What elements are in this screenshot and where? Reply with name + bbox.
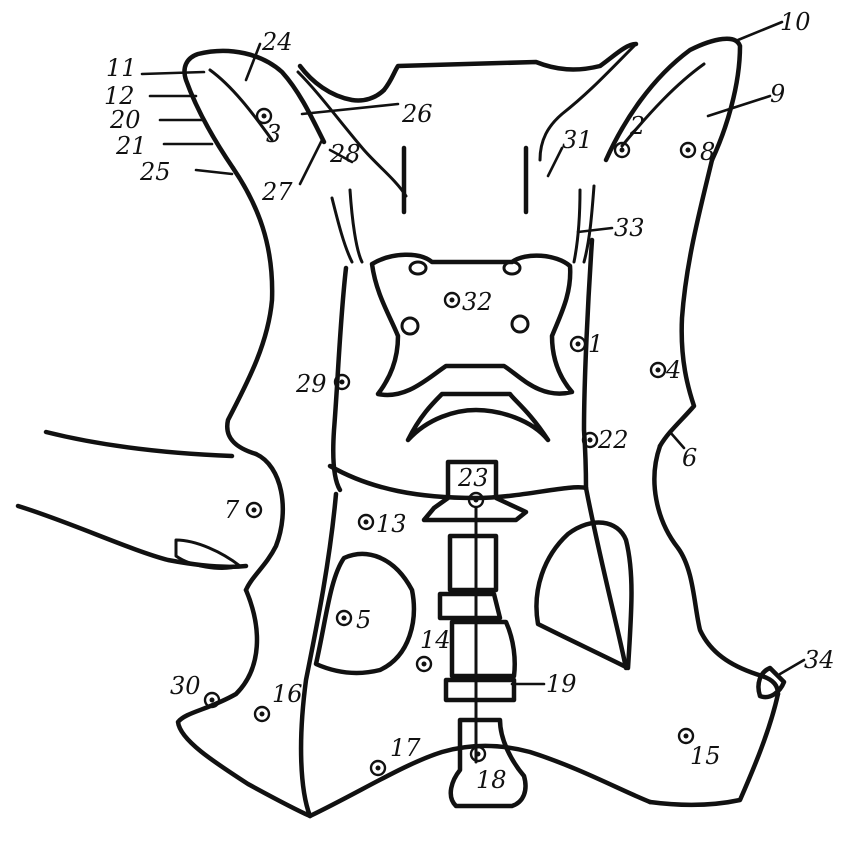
forelock-inner-left [298, 72, 406, 196]
right-chest-patch [536, 523, 631, 668]
leader-9 [708, 96, 770, 116]
leader-34 [780, 660, 804, 674]
acupoint-8 [681, 143, 695, 157]
label-32: 32 [462, 288, 493, 316]
left-cheek-contour [246, 454, 283, 590]
label-21: 21 [115, 132, 147, 160]
leader-33 [578, 228, 612, 232]
label-30: 30 [170, 672, 201, 700]
label-20: 20 [109, 106, 141, 134]
label-31: 31 [562, 126, 593, 154]
leader-11 [142, 72, 204, 74]
label-15: 15 [690, 742, 721, 770]
label-23: 23 [457, 464, 489, 492]
label-14: 14 [420, 626, 451, 654]
muzzle-outline [408, 394, 548, 440]
acupoint-14 [417, 657, 431, 671]
right-cheek-line-1 [574, 190, 580, 262]
left-ear-inner-fold [210, 70, 272, 140]
label-27: 27 [261, 178, 293, 206]
leader-10 [738, 22, 782, 40]
label-5: 5 [356, 606, 371, 634]
nostril-dot-right [512, 316, 528, 332]
acupoint-1 [571, 337, 585, 351]
label-3: 3 [266, 120, 281, 148]
label-1: 1 [588, 330, 603, 358]
leader-26 [302, 104, 398, 114]
acupoint-4 [651, 363, 665, 377]
vertebra-b [450, 536, 496, 590]
acupoint-16 [255, 707, 269, 721]
label-17: 17 [390, 734, 421, 762]
label-8: 8 [700, 138, 715, 166]
leader-25 [196, 170, 232, 174]
vertebra-d [452, 622, 515, 676]
label-34: 34 [804, 646, 835, 674]
label-9: 9 [770, 80, 785, 108]
left-cheek-line-2 [332, 198, 352, 262]
vertebra-c [440, 594, 500, 618]
label-18: 18 [476, 766, 507, 794]
label-2: 2 [629, 112, 645, 140]
acupoint-7 [247, 503, 261, 517]
vertebra-e [446, 680, 514, 700]
label-26: 26 [401, 100, 433, 128]
nostril-dot-upper-left [410, 262, 426, 274]
label-29: 29 [295, 370, 327, 398]
label-19: 19 [546, 670, 577, 698]
label-7: 7 [224, 496, 240, 524]
label-leader-lines [142, 22, 804, 684]
acupoint-17 [371, 761, 385, 775]
leader-31 [548, 148, 562, 176]
acupoint-32 [445, 293, 459, 307]
right-head-contour [660, 160, 712, 446]
leader-27 [300, 140, 322, 184]
left-poll-contour [300, 66, 384, 101]
label-28: 28 [329, 140, 361, 168]
chest-line-right [586, 488, 626, 668]
label-13: 13 [376, 510, 407, 538]
nostril-dot-left [402, 318, 418, 334]
label-33: 33 [614, 214, 645, 242]
left-arm-lower-contour [18, 506, 246, 567]
label-16: 16 [272, 680, 303, 708]
acupoint-18 [471, 747, 485, 761]
label-11: 11 [106, 54, 137, 82]
label-22: 22 [597, 426, 629, 454]
leader-24 [246, 44, 260, 80]
left-head-contour [227, 168, 272, 454]
label-6: 6 [682, 444, 697, 472]
label-10: 10 [780, 8, 811, 36]
face-inner-right [584, 240, 592, 488]
label-24: 24 [261, 28, 293, 56]
left-cheek-line-1 [350, 190, 362, 262]
right-neck-contour [654, 446, 778, 694]
acupoint-15 [679, 729, 693, 743]
left-arm-upper-contour [46, 432, 232, 456]
acupoint-13 [359, 515, 373, 529]
acupoint-5 [337, 611, 351, 625]
label-25: 25 [139, 158, 171, 186]
label-4: 4 [665, 356, 681, 384]
